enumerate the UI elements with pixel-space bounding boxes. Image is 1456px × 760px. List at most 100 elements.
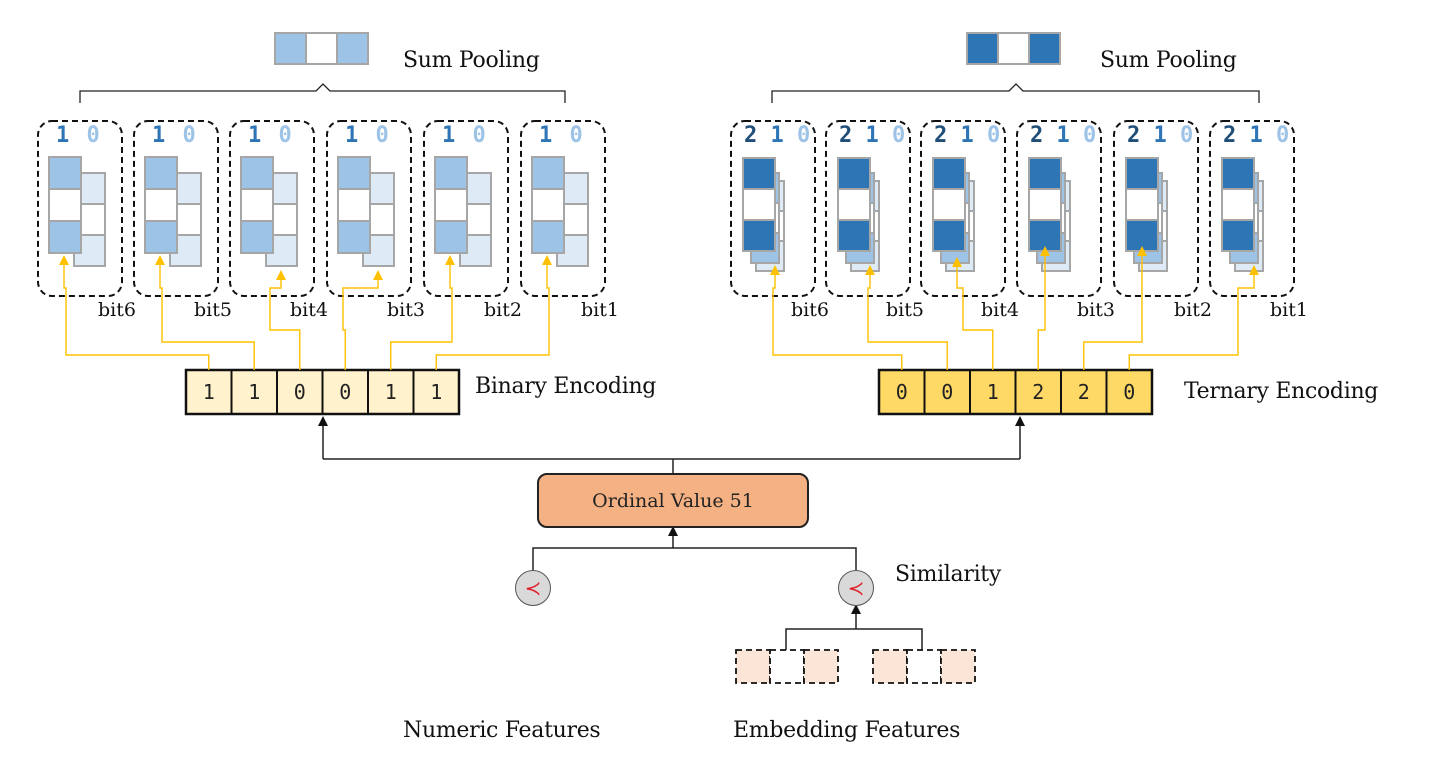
ternary-bit-connector [1037,246,1050,370]
binary-digit-header: 1 0 [152,123,198,148]
binary-bit-label: bit5 [194,299,232,321]
binary-bit-connector [59,255,210,370]
binary-pooled-cell [274,32,307,65]
binary-embedding-cell-1 [144,156,178,190]
binary-encoding-cell: 1 [248,380,261,404]
binary-encoding-cell: 1 [384,380,397,404]
binary-digit-header: 1 0 [442,123,488,148]
ternary-embedding-cell-2 [932,188,966,221]
binary-pooled-cell [305,32,338,65]
ternary-bit-connector [865,265,948,370]
binary-encoding-cell: 1 [202,380,215,404]
digit-label: 1 [539,123,555,148]
binary-embedding-cell-1 [240,156,274,190]
ternary-bit-label: bit3 [1077,299,1115,321]
ternary-embedding-cell-2 [932,157,966,190]
ternary-embedding-cell-2 [1028,157,1062,190]
digit-label: 1 [1249,123,1263,148]
digit-label: 2 [1223,123,1237,148]
digit-label: 1 [56,123,72,148]
precedes-icon: ≺ [847,576,865,600]
numeric-similarity-node: ≺ [515,570,551,606]
digit-label: 0 [472,123,488,148]
ternary-bit-connector [1128,265,1259,370]
ternary-bit-connector [952,257,994,370]
binary-embedding-cell-1 [531,156,565,190]
ternary-embedding-cell-2 [1125,219,1159,252]
similarity-merge-line [532,547,857,570]
binary-embedding-cell-1 [240,188,274,222]
ternary-encoding-cell: 0 [1123,380,1136,404]
binary-digit-header: 1 0 [248,123,294,148]
ternary-embedding-cell-2 [932,219,966,252]
embedding-similarity-node: ≺ [838,570,874,606]
digit-label: 2 [1030,123,1044,148]
embedding-merge-line [785,628,923,650]
digit-label: 1 [345,123,361,148]
binary-digit-header: 1 0 [539,123,585,148]
embedding-feature-cell [872,649,908,684]
ternary-embedding-cell-2 [742,157,776,190]
precedes-icon: ≺ [524,576,542,600]
binary-bit-box [37,120,123,297]
embedding-features-label: Embedding Features [733,718,961,743]
digit-label: 1 [1153,123,1167,148]
ternary-pooled-cell [997,32,1030,65]
digit-label: 1 [960,123,974,148]
binary-embedding-cell-1 [531,188,565,222]
binary-bit-connector [390,255,455,370]
digit-label: 0 [797,123,811,148]
binary-embedding-cell-1 [337,188,371,222]
ternary-embedding-cell-2 [837,219,871,252]
binary-bit-connector [342,270,383,370]
binary-pooling-brace [79,83,566,103]
binary-bit-label: bit4 [290,299,328,321]
ternary-digit-header: 2 1 0 [934,123,1000,148]
digit-label: 0 [569,123,585,148]
digit-label: 0 [278,123,294,148]
ternary-embedding-cell-2 [837,188,871,221]
embedding-feature-cell [906,649,942,684]
ternary-bit-box [1209,120,1295,297]
digit-label: 0 [987,123,1001,148]
digit-label: 1 [1056,123,1070,148]
ordinal-value-label: Ordinal Value 51 [592,489,754,512]
digit-label: 1 [152,123,168,148]
ternary-embedding-cell-2 [742,219,776,252]
digit-label: 0 [892,123,906,148]
binary-bit-box [229,120,315,297]
ternary-bit-label: bit6 [791,299,829,321]
binary-bit-label: bit6 [98,299,136,321]
numeric-features-label: Numeric Features [403,718,601,743]
ternary-digit-header: 2 1 0 [1030,123,1096,148]
ternary-digit-header: 2 1 0 [744,123,810,148]
binary-sum-pooling-label: Sum Pooling [403,48,540,73]
binary-embedding-cell-1 [434,220,468,254]
binary-bit-label: bit2 [484,299,522,321]
digit-label: 0 [182,123,198,148]
ternary-embedding-cell-2 [742,188,776,221]
ternary-bit-label: bit2 [1174,299,1212,321]
digit-label: 2 [744,123,758,148]
embedding-feature-cell [735,649,771,684]
binary-bit-box [326,120,412,297]
ternary-embedding-cell-2 [1221,188,1255,221]
binary-embedding-cell-1 [531,220,565,254]
ternary-encoding-label: Ternary Encoding [1184,379,1379,404]
ordinal-value-box: Ordinal Value 51 [537,473,809,528]
binary-bit-label: bit1 [581,299,619,321]
ternary-embedding-cell-2 [1221,157,1255,190]
binary-bit-box [423,120,509,297]
ternary-embedding-cell-2 [1028,219,1062,252]
binary-embedding-cell-1 [48,156,82,190]
ternary-bit-box [1016,120,1102,297]
ternary-encoding-cell: 1 [986,380,999,404]
binary-embedding-cell-1 [434,156,468,190]
ternary-embedding-cell-2 [1028,188,1062,221]
ternary-bit-box [1113,120,1199,297]
ternary-pooled-cell [1028,32,1061,65]
ternary-digit-header: 2 1 0 [1223,123,1289,148]
digit-label: 1 [865,123,879,148]
binary-bit-label: bit3 [387,299,425,321]
